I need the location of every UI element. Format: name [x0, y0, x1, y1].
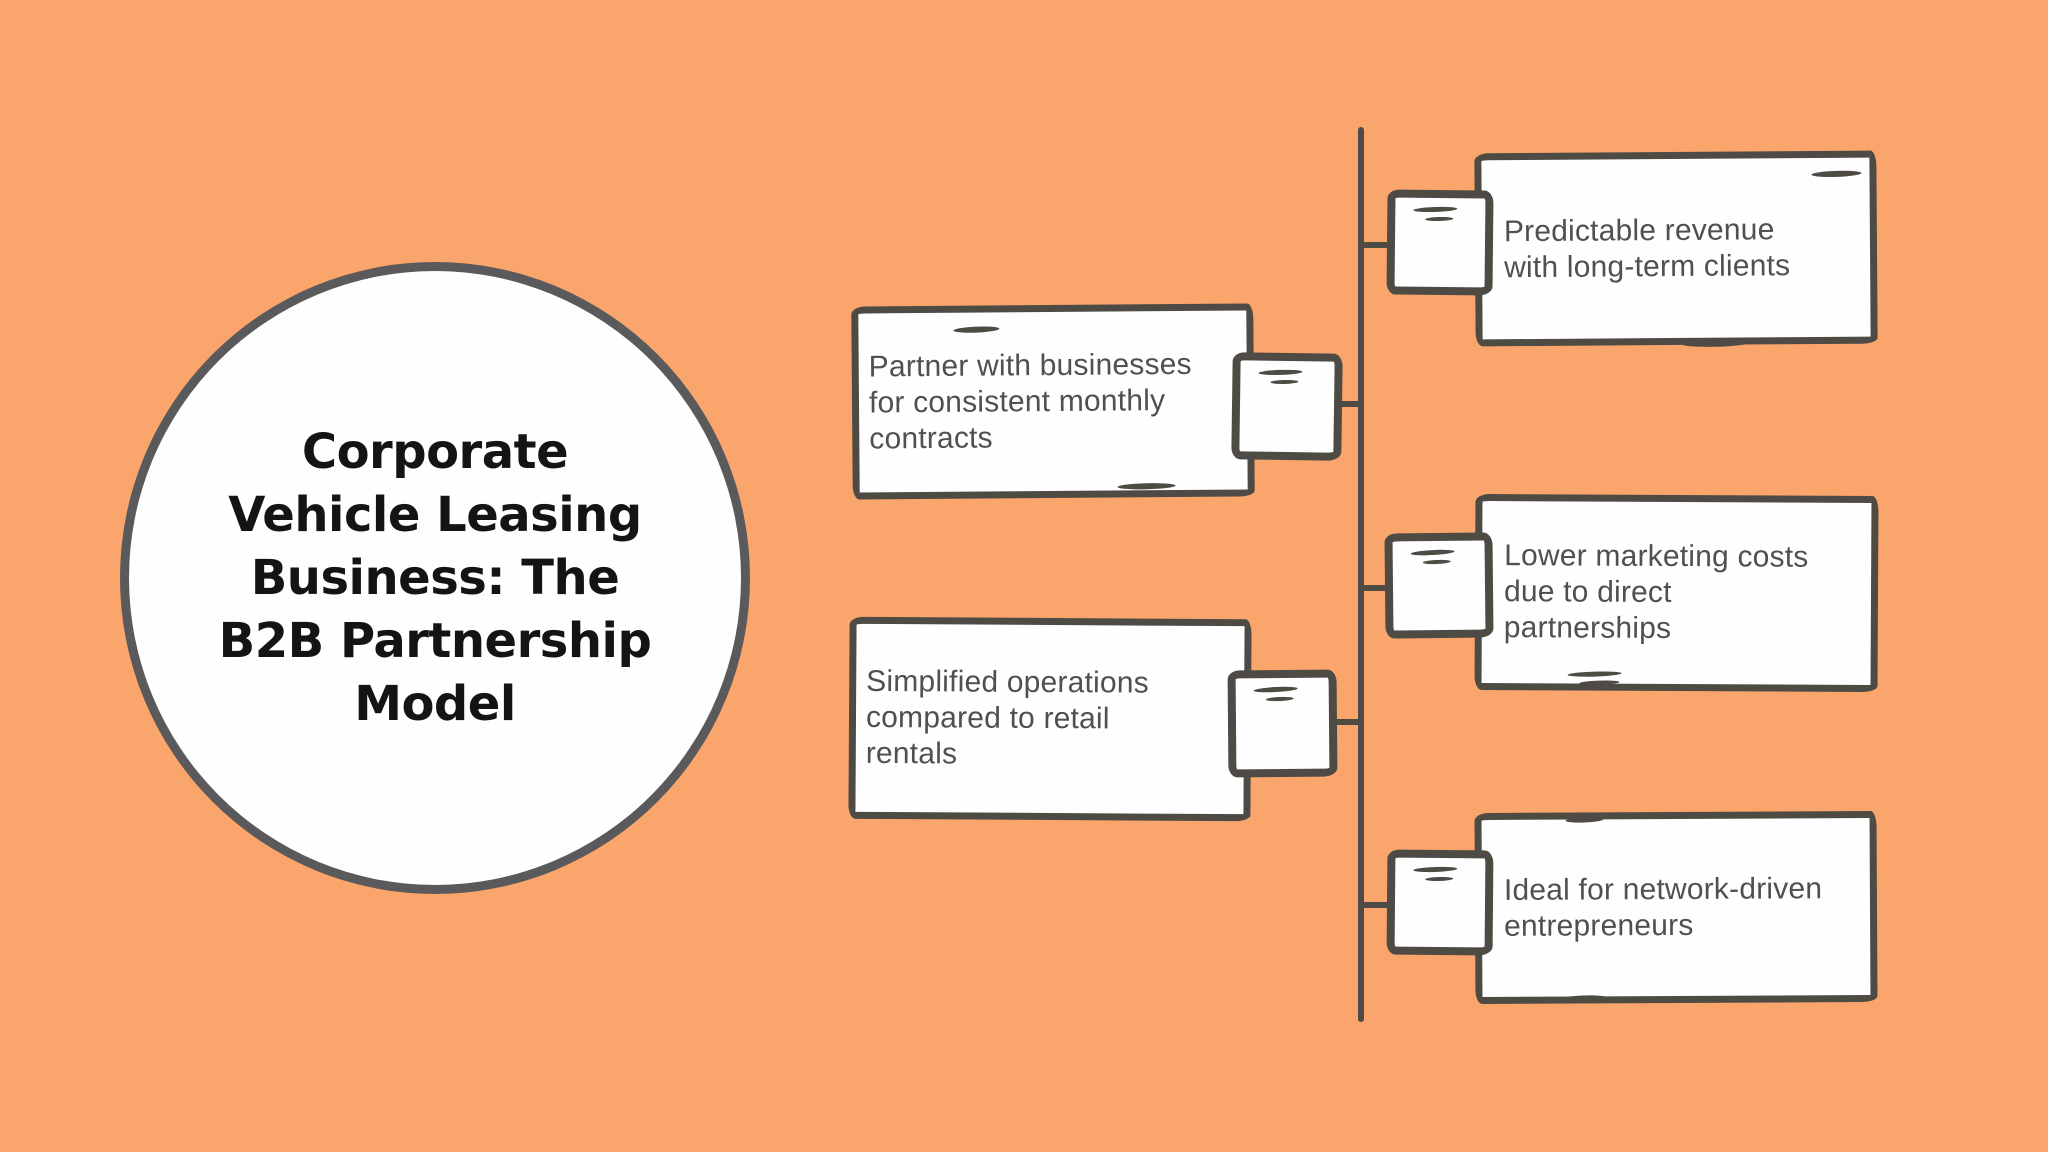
title-line: B2B Partnership [218, 612, 652, 669]
sketch-dash [1565, 816, 1604, 824]
sketch-dash [1425, 876, 1454, 882]
sketch-dash [1265, 696, 1294, 702]
sketch-dash [1811, 170, 1862, 178]
branch-node-label: Partner with businesses for consistent m… [868, 347, 1192, 455]
connector-stub [1330, 719, 1362, 725]
sketch-dash [1410, 548, 1455, 557]
branch-connector-square [1384, 532, 1494, 639]
title-line: Model [354, 675, 516, 732]
connector-trunk-line [1358, 127, 1364, 1022]
title-line: Vehicle Leasing [228, 486, 642, 543]
sketch-dash [1579, 680, 1620, 686]
sketch-dash [953, 325, 1000, 334]
branch-node-partner-businesses: Partner with businesses for consistent m… [851, 303, 1255, 500]
sketch-dash [1567, 670, 1622, 678]
branch-node-label: Predictable revenue with long-term clien… [1503, 212, 1791, 284]
sketch-dash [1682, 339, 1749, 348]
sketch-dash [1425, 216, 1454, 222]
branch-node-network-entrepreneurs: Ideal for network-driven entrepreneurs [1474, 810, 1878, 1005]
connector-stub [1362, 902, 1390, 908]
connector-stub [1334, 401, 1362, 407]
branch-connector-square [1231, 352, 1343, 461]
branch-node-label: Simplified operations compared to retail… [865, 664, 1150, 771]
branch-node-lower-marketing-costs: Lower marketing costs due to direct part… [1474, 493, 1879, 693]
branch-connector-square [1227, 669, 1338, 778]
connector-stub [1362, 585, 1388, 591]
branch-connector-square [1386, 849, 1494, 956]
title-line: Corporate [301, 423, 569, 480]
central-topic-circle: Corporate Vehicle Leasing Business: The … [120, 262, 750, 894]
branch-node-simplified-operations: Simplified operations compared to retail… [848, 616, 1252, 822]
sketch-dash [1413, 206, 1458, 213]
branch-node-predictable-revenue: Predictable revenue with long-term clien… [1474, 150, 1878, 348]
sketch-dash [1117, 482, 1176, 490]
branch-node-label: Ideal for network-driven entrepreneurs [1503, 871, 1823, 943]
sketch-dash [1413, 866, 1458, 873]
branch-connector-square [1386, 189, 1494, 296]
central-topic-title: Corporate Vehicle Leasing Business: The … [179, 421, 692, 736]
sketch-dash [1270, 379, 1299, 385]
sketch-dash [1253, 685, 1298, 694]
title-line: Business: The [250, 549, 620, 606]
connector-stub [1362, 242, 1390, 248]
branch-node-label: Lower marketing costs due to direct part… [1503, 539, 1809, 645]
sketch-dash [1422, 559, 1451, 565]
sketch-dash [1258, 369, 1303, 376]
sketch-dash [1560, 994, 1607, 1002]
